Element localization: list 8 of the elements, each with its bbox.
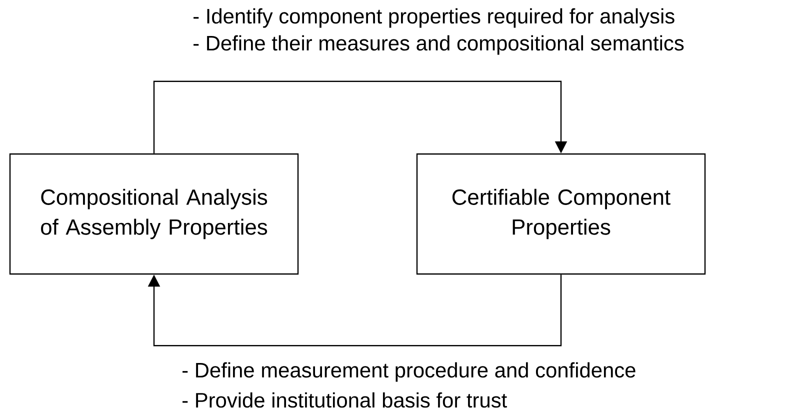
process-box: Certifiable Component Properties [416,153,706,275]
arrow [153,80,568,154]
process-box: Compositional Analysis of Assembly Properties [9,153,299,275]
note-text: - Provide institutional basis for trust [182,392,507,408]
note-text: - Identify component properties required for analysis [194,8,674,28]
note-text: - Define measurement procedure and confidence [182,362,636,382]
note-text: - Define their measures and compositional semantics [194,35,684,55]
arrow [148,274,562,346]
